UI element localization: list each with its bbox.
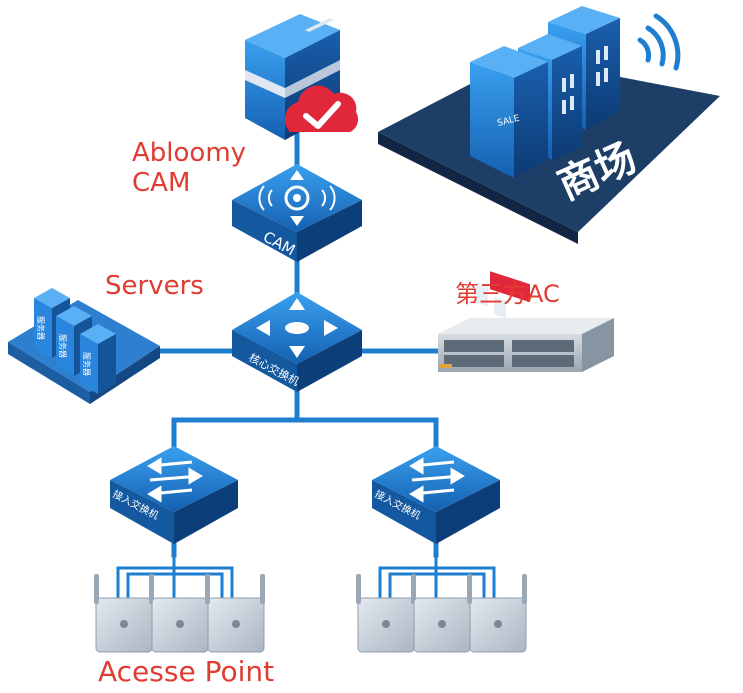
access-point-icon bbox=[205, 574, 265, 653]
cam-label: Abloomy CAM bbox=[132, 138, 246, 198]
core-switch-icon bbox=[232, 292, 362, 392]
access-points-right bbox=[356, 574, 527, 653]
cam-label-line1: Abloomy bbox=[132, 138, 247, 168]
third-party-ac-label: 第三方AC bbox=[455, 280, 560, 308]
server-label-2: 服务器 bbox=[58, 334, 68, 358]
mall-icon bbox=[378, 6, 720, 319]
access-point-label: Acesse Point bbox=[98, 655, 275, 688]
server-label-1: 服务器 bbox=[36, 316, 46, 340]
third-party-ac-icon bbox=[438, 318, 614, 372]
access-point-icon bbox=[94, 574, 154, 653]
cloud-check-icon bbox=[284, 85, 359, 132]
servers-label: Servers bbox=[105, 271, 204, 301]
access-point-icon bbox=[356, 574, 416, 653]
cam-switch-icon bbox=[232, 164, 362, 262]
cam-label-line2: CAM bbox=[132, 168, 191, 198]
access-point-icon bbox=[467, 574, 527, 653]
access-switch-left-icon bbox=[110, 446, 238, 544]
servers-icon bbox=[8, 288, 160, 404]
access-point-icon bbox=[151, 597, 209, 653]
access-switch-right-icon bbox=[372, 446, 500, 544]
server-label-3: 服务器 bbox=[82, 352, 92, 376]
ap-link-lines bbox=[116, 555, 496, 598]
access-points-left bbox=[94, 574, 265, 653]
access-point-icon bbox=[413, 597, 471, 653]
